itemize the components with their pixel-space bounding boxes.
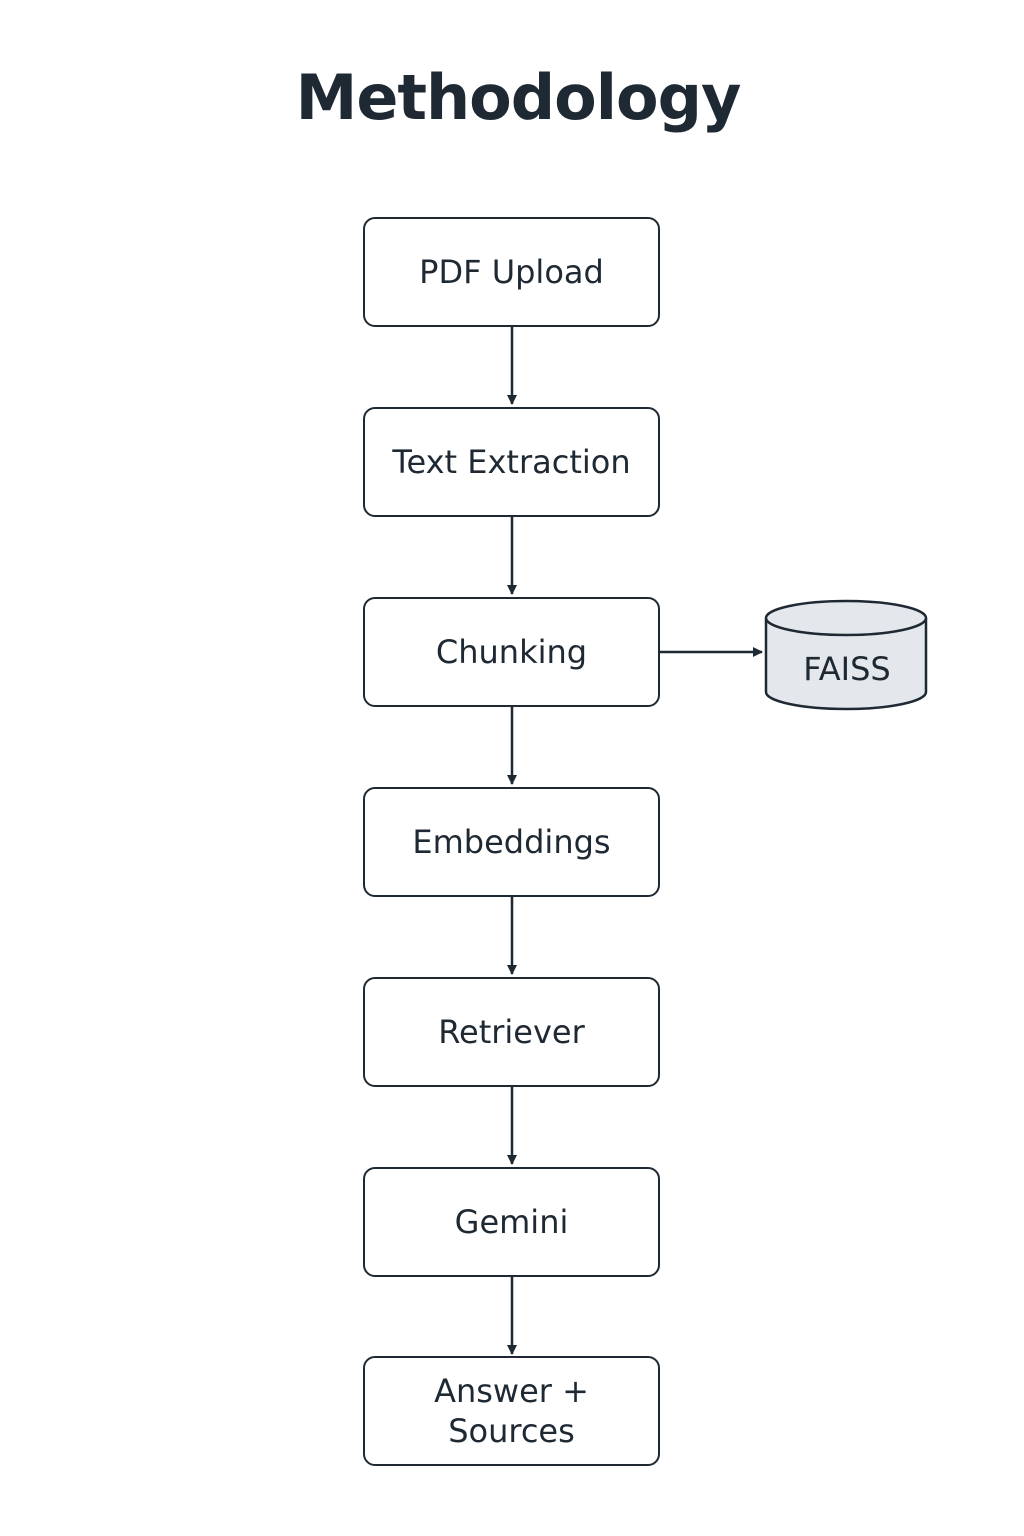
node-pdf-upload: PDF Upload bbox=[363, 217, 660, 327]
page-title: Methodology bbox=[295, 61, 742, 134]
node-label: Gemini bbox=[454, 1203, 569, 1241]
node-text-extraction: Text Extraction bbox=[363, 407, 660, 517]
node-label: Embeddings bbox=[412, 823, 611, 861]
node-label: Chunking bbox=[435, 633, 588, 671]
node-label: Retriever bbox=[438, 1013, 585, 1051]
node-label: PDF Upload bbox=[419, 253, 604, 291]
node-chunking: Chunking bbox=[363, 597, 660, 707]
node-embeddings: Embeddings bbox=[363, 787, 660, 897]
node-gemini: Gemini bbox=[363, 1167, 660, 1277]
node-label: Text Extraction bbox=[392, 443, 631, 481]
faiss-database-icon bbox=[764, 599, 928, 711]
node-answer-sources: Answer + Sources bbox=[363, 1356, 660, 1466]
faiss-label: FAISS bbox=[803, 650, 891, 688]
faiss-cylinder-body bbox=[764, 618, 928, 711]
faiss-cylinder-top bbox=[764, 599, 928, 637]
node-retriever: Retriever bbox=[363, 977, 660, 1087]
node-label: Answer + Sources bbox=[434, 1372, 589, 1450]
